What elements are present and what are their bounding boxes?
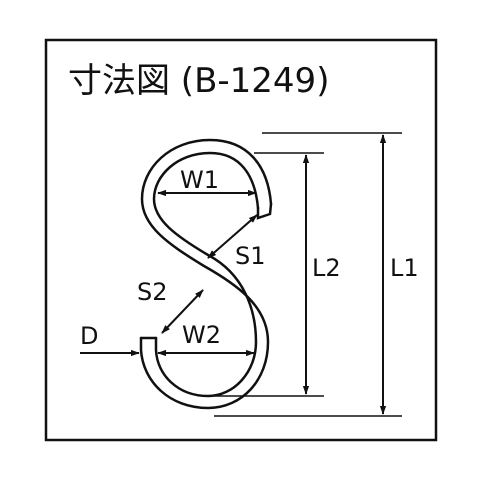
- w1-label: W1: [180, 166, 219, 194]
- extension-lines: [214, 132, 402, 417]
- diagram-title: 寸法図 (B-1249): [68, 61, 329, 101]
- s2-dimension-line: [161, 289, 204, 334]
- diagram-frame: [44, 38, 438, 442]
- s-hook-top-tip: [256, 202, 273, 220]
- w2-label: W2: [182, 321, 221, 349]
- l2-label: L2: [312, 254, 341, 282]
- s-hook-outer-edge: [139, 138, 273, 410]
- s1-label: S1: [235, 242, 266, 270]
- l1-label: L1: [390, 254, 419, 282]
- d-label: D: [80, 322, 98, 350]
- s2-label: S2: [137, 278, 168, 306]
- s1-dimension-line: [207, 214, 258, 259]
